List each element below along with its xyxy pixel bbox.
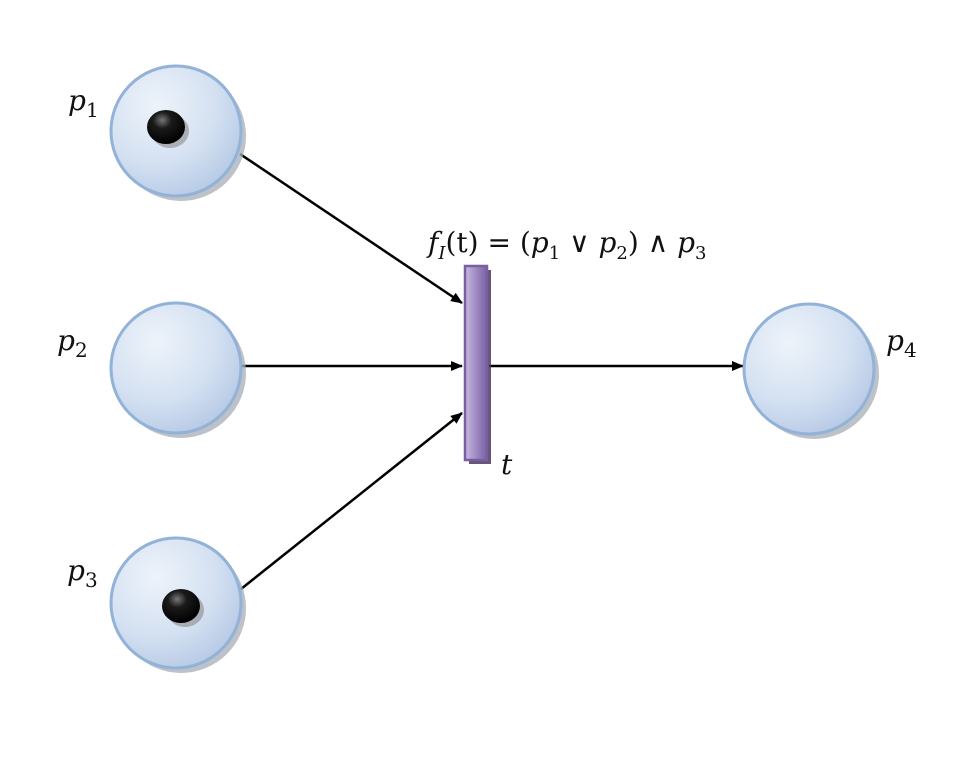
place-circle: [742, 302, 876, 436]
place-p4[interactable]: [742, 302, 879, 439]
place-p1[interactable]: [109, 64, 246, 201]
place-p2[interactable]: [109, 301, 246, 438]
place-p3[interactable]: [109, 536, 246, 673]
arc-p1-t: [239, 152, 463, 305]
place-label-p3: p3: [67, 554, 98, 592]
guard-expression: fI(t) = (p1 ∨ p2) ∧ p3: [426, 226, 706, 264]
place-label-p2: p2: [57, 324, 88, 362]
transition-t[interactable]: [463, 264, 491, 464]
token-icon: [147, 110, 189, 148]
arcs: [239, 152, 744, 590]
place-label-p4: p4: [886, 324, 917, 362]
arc-p3-t: [240, 412, 463, 590]
transition-label: t: [501, 448, 513, 481]
place-label-p1: p1: [68, 84, 99, 122]
token-icon: [162, 589, 204, 627]
place-circle: [109, 301, 243, 435]
transition-bar: [463, 264, 489, 462]
